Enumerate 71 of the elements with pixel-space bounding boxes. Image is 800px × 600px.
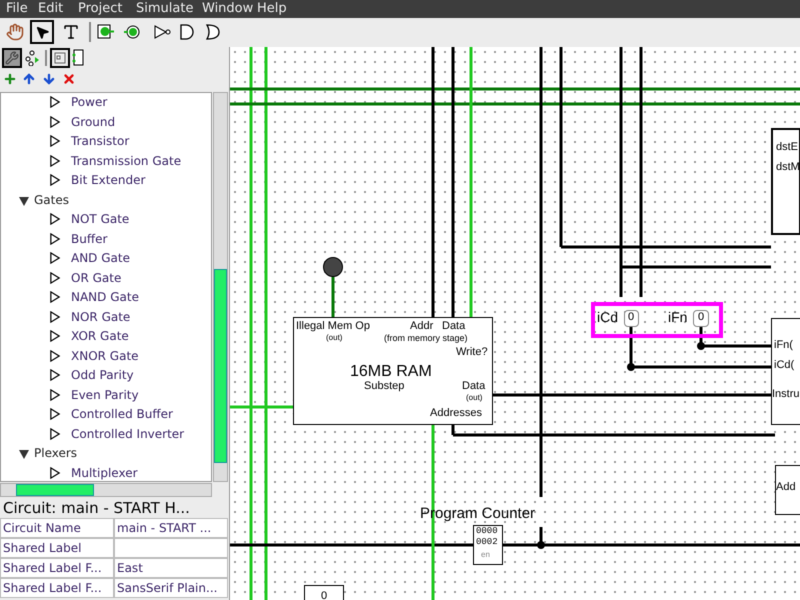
component-label: Addresses — [430, 408, 482, 419]
tree-item: AND Gate — [71, 250, 130, 266]
tree-item: Bit Extender — [71, 172, 146, 188]
property-name: Shared Label F... — [0, 578, 114, 598]
tree-item: Power — [71, 94, 108, 110]
tree-item: XNOR Gate — [71, 348, 139, 364]
component-label: Addr — [410, 321, 434, 332]
component-block — [771, 318, 800, 425]
tree-item: NAND Gate — [71, 289, 139, 305]
component-block — [771, 128, 800, 235]
component-label: (out) — [326, 334, 342, 342]
property-value: East — [114, 558, 228, 578]
component-label: en — [481, 551, 490, 559]
highlight-frame — [591, 302, 723, 338]
component-label: dstE — [776, 142, 798, 153]
property-name: Shared Label — [0, 538, 114, 558]
property-value: SansSerif Plain... — [114, 578, 228, 598]
component-label: iCd( — [774, 360, 794, 371]
property-name: Circuit Name — [0, 518, 114, 538]
menu-item: Window — [202, 1, 254, 17]
component-label: iCd — [597, 310, 618, 324]
component-label: 0000 — [476, 527, 498, 536]
tree-item: NOT Gate — [71, 211, 130, 227]
component-label: Substep — [364, 381, 404, 392]
tree-item: Multiplexer — [71, 464, 138, 480]
tree-item: Transmission Gate — [71, 152, 182, 168]
tree-item: OR Gate — [71, 270, 122, 286]
component-label: iFn — [668, 310, 688, 324]
panel-heading: Circuit: main - START H... — [3, 499, 190, 517]
property-value: main - START ... — [114, 518, 228, 538]
input-pin — [693, 310, 709, 327]
tree-item: Buffer — [71, 230, 108, 246]
tree-item: Controlled Inverter — [71, 426, 184, 442]
tree-category: Plexers — [34, 445, 78, 461]
tree-item: NOR Gate — [71, 308, 130, 324]
menu-item: File — [6, 1, 28, 17]
component-label: 0002 — [476, 538, 498, 547]
component-label: Data — [442, 321, 466, 332]
tree-item: Controlled Buffer — [71, 406, 173, 422]
component-label: (out) — [466, 394, 482, 402]
tree-item: Transistor — [71, 133, 130, 149]
tree-category: Gates — [34, 192, 69, 208]
component-label: Write? — [456, 347, 488, 358]
component-label: (from memory stage) — [384, 334, 468, 343]
tree-item: Odd Parity — [71, 367, 134, 383]
wire — [630, 327, 771, 368]
property-name: Shared Label F... — [0, 558, 114, 578]
component-label: Add — [776, 482, 796, 493]
component-label: iFn( — [774, 340, 793, 351]
menu-item: Edit — [38, 1, 64, 17]
component-label: 16MB RAM — [350, 364, 432, 380]
component-label: dstM — [776, 162, 800, 173]
tree-item: Even Parity — [71, 386, 139, 402]
adder-block — [775, 465, 800, 515]
wire — [700, 327, 771, 348]
menu-item: Project — [78, 1, 122, 17]
input-pin — [624, 310, 639, 327]
tree-item: XOR Gate — [71, 328, 129, 344]
ram-block — [293, 317, 493, 425]
wire — [332, 277, 334, 317]
wire — [493, 394, 771, 396]
menu-item: Simulate — [136, 1, 194, 17]
component-label: Instru — [772, 389, 800, 400]
component-label: Data — [462, 381, 486, 392]
tree-item: Ground — [71, 114, 116, 130]
component-label: 0 — [628, 312, 634, 323]
component-label: 0 — [698, 312, 704, 323]
register-block — [473, 525, 503, 565]
menu-item: Help — [257, 1, 287, 17]
component-label: Illegal Mem Op — [296, 321, 370, 332]
component-label: 0 — [321, 591, 328, 600]
